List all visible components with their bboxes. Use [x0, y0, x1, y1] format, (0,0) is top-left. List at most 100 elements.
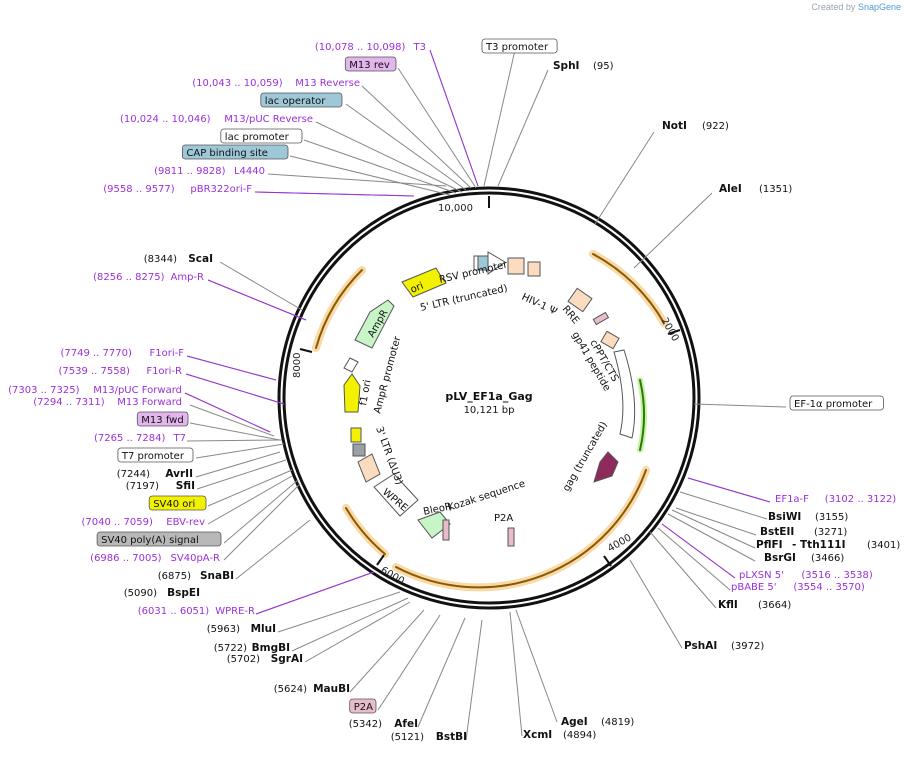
- label-amp-r: Amp-R: [171, 272, 205, 283]
- rre-box: [567, 287, 593, 313]
- label-maubi: MauBI: [313, 683, 350, 695]
- outer-labels-right: T3 promoterSphI(95)NotI(922)AleI(1351)EF…: [481, 38, 900, 741]
- snapgene-brand: SnapGene: [857, 2, 901, 12]
- label-xcmi-coord: (4894): [563, 730, 596, 741]
- label-pshai: PshAI: [684, 640, 717, 652]
- label-m13-fwd: M13 fwd: [141, 415, 183, 426]
- label-lac-operator: lac operator: [265, 96, 326, 107]
- p2a-left-box: [442, 519, 450, 541]
- label-plxsn-5--coord: (3516 .. 3538): [801, 570, 873, 581]
- label-kozak: Kozak sequence: [447, 478, 527, 513]
- label-t7-promoter-box: [117, 447, 194, 463]
- label-bsrgi-coord: (3466): [811, 553, 844, 564]
- label-lac-promoter-box: [220, 128, 303, 144]
- label-sv40-poly-a-signal: SV40 poly(A) signal: [101, 535, 199, 546]
- label-gag: gag (truncated): [561, 420, 610, 494]
- gp41-box: [592, 311, 610, 326]
- three-ltr-box: [357, 453, 381, 483]
- ampr-promoter-arrow: [343, 357, 359, 373]
- label-lac-operator-box: [260, 92, 343, 108]
- label-sv40-ori: SV40 ori: [153, 499, 195, 510]
- label-sfii: SfiI: [176, 480, 195, 492]
- label-pbr322ori-f-coord: (9558 .. 9577): [103, 184, 175, 195]
- label-bsteii-coord: (3271): [814, 527, 847, 538]
- label-p2a: P2A: [354, 702, 373, 713]
- label-ori: ori: [409, 281, 425, 296]
- label-bsteii: BstEII: [760, 526, 794, 538]
- label-f1ori-f-coord: (7749 .. 7770): [60, 348, 132, 359]
- label-snabi: SnaBI: [200, 570, 234, 582]
- label-ebv-rev-coord: (7040 .. 7059): [81, 517, 153, 528]
- lac-stack: [477, 255, 489, 271]
- label-m13-puc-forward-coord: (7303 .. 7325): [8, 385, 80, 396]
- label-kfli: KflI: [718, 599, 738, 611]
- ef1a-promoter-arrow: [613, 349, 636, 439]
- sv40-ori-box: [350, 427, 362, 443]
- label-mlui: MluI: [251, 623, 276, 635]
- label-mlui-coord: (5963): [207, 624, 240, 635]
- credit-prefix: Created by: [811, 2, 856, 12]
- label-pflfi: PflFI: [756, 539, 783, 551]
- label-bstbi: BstBI: [436, 731, 467, 743]
- label-m13-rev-box: [344, 56, 397, 72]
- label-wpre-r: WPRE-R: [215, 606, 255, 617]
- label-pbabe-5--coord: (3554 .. 3570): [793, 582, 865, 593]
- label-m13-puc-reverse: M13/pUC Reverse: [224, 114, 313, 125]
- ruler-ticks: [299, 196, 681, 567]
- label-wpre-r-coord: (6031 .. 6051): [138, 606, 210, 617]
- label-agei-coord: (4819): [601, 717, 634, 728]
- label-sphi-coord: (95): [593, 61, 614, 72]
- label-t3: T3: [413, 42, 426, 53]
- label-t7-coord: (7265 .. 7284): [94, 433, 166, 444]
- label-hiv-psi: HIV-1 Ψ: [520, 292, 559, 318]
- label-sgrai: SgrAI: [271, 653, 303, 665]
- label-m13-rev: M13 rev: [349, 60, 390, 71]
- label-plxsn-5-: pLXSN 5': [739, 570, 784, 581]
- label-sgrai-coord: (5702): [227, 654, 260, 665]
- f1-ori-arrow: [343, 373, 361, 413]
- label-bspei: BspEI: [167, 587, 200, 599]
- primer-lines: [184, 49, 771, 615]
- label-xcmi: XcmI: [523, 729, 552, 741]
- label-sfii-coord: (7197): [126, 481, 159, 492]
- bleor-arrow: [417, 511, 451, 539]
- label-avrii-coord: (7244): [117, 469, 150, 480]
- label-ef1a-f: EF1a-F: [775, 494, 809, 505]
- label-bspei-coord: (5090): [124, 588, 157, 599]
- label-noti-coord: (922): [702, 121, 729, 132]
- label-m13-reverse: M13 Reverse: [295, 78, 360, 89]
- label-sv40pa-r-coord: (6986 .. 7005): [90, 553, 162, 564]
- label-m13-reverse-coord: (10,043 .. 10,059): [192, 78, 283, 89]
- label-ef1a-f-coord: (3102 .. 3122): [825, 494, 897, 505]
- snapgene-credit: Created by SnapGene: [811, 2, 901, 12]
- p2a-right-box: [507, 527, 515, 547]
- wpre-box: [373, 473, 419, 517]
- label-kfli-coord: (3664): [758, 600, 791, 611]
- label-m13-forward-coord: (7294 .. 7311): [33, 397, 105, 408]
- plasmid-length: 10,121 bp: [464, 405, 515, 416]
- label-l4440: L4440: [234, 166, 265, 177]
- ampr-arrow: [354, 299, 395, 349]
- label-bsiwi: BsiWI: [768, 511, 801, 523]
- label-bmgbi-coord: (5722): [214, 643, 247, 654]
- label-scai: ScaI: [188, 253, 213, 265]
- label-l4440-coord: (9811 .. 9828): [154, 166, 226, 177]
- label-p2a-box: [349, 698, 377, 714]
- label-sv40-ori-box: [148, 495, 207, 511]
- label-amp-r-coord: (8256 .. 8275): [93, 272, 165, 283]
- label-p2a-inner: P2A: [494, 513, 513, 524]
- label-pbr322ori-f: pBR322ori-F: [190, 184, 252, 195]
- inner-features: [343, 251, 636, 547]
- label-m13-fwd-box: [136, 411, 189, 427]
- plasmid-name: pLV_EF1a_Gag: [445, 390, 532, 403]
- label-pbabe-5-: pBABE 5': [731, 582, 777, 593]
- label-t3-promoter-box: [481, 38, 558, 54]
- tick-4000: 4000: [606, 532, 634, 554]
- label-sv40-poly-a-signal-box: [96, 531, 222, 547]
- backbone-inner: [282, 191, 696, 605]
- outer-feature-arcs: [312, 250, 668, 592]
- label-bsiwi-coord: (3155): [815, 512, 848, 523]
- hiv-psi-box: [527, 261, 541, 277]
